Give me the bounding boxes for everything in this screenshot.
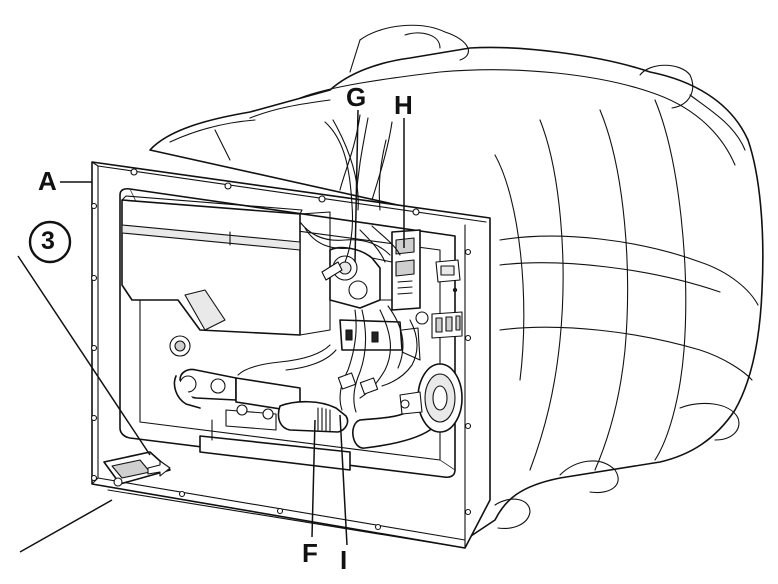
step-circle	[28, 220, 72, 264]
callout-i: I	[340, 545, 348, 575]
callout-step-3: 3	[41, 227, 55, 255]
callout-a: A	[38, 166, 57, 196]
inlet-pipe	[173, 375, 201, 409]
control-board	[391, 229, 463, 339]
callout-f: F	[302, 538, 318, 568]
flue-elbow	[352, 363, 463, 449]
gas-valve-assembly	[321, 246, 421, 361]
drain-detail	[103, 451, 171, 487]
burner-assembly	[179, 368, 351, 471]
leader-lines	[17, 109, 405, 553]
frame-holes	[90, 168, 472, 531]
wire-harness	[237, 114, 418, 413]
combustion-cover	[121, 195, 331, 357]
tank-body	[149, 24, 764, 541]
callout-g: G	[346, 82, 367, 112]
callout-h: H	[394, 90, 413, 120]
